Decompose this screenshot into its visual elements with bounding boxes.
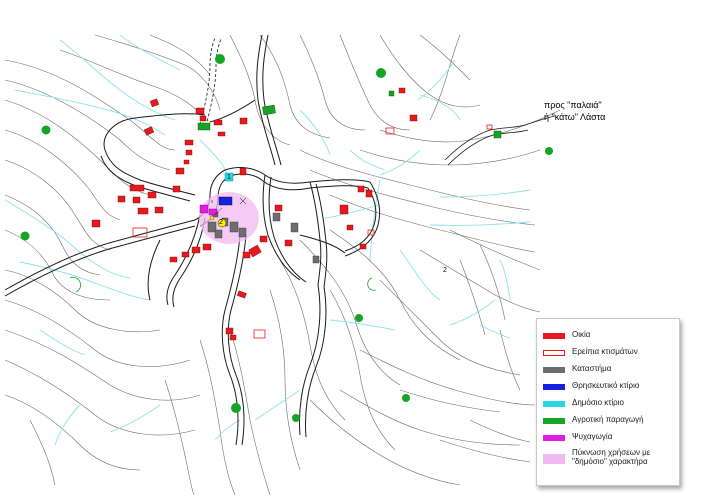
legend-swatch-religious — [543, 384, 565, 390]
map-legend: Οικία Ερείπια κτισμάτων Καταστήμα Θρησκε… — [536, 318, 680, 486]
legend-swatch-agricultural — [543, 418, 565, 424]
legend-swatch-ruins — [543, 350, 565, 356]
legend-item-public-zone: Πύκνωση χρήσεων με "δημόσιο" χαρακτήρα — [543, 448, 677, 475]
legend-swatch-house — [543, 333, 565, 339]
recreation-buildings — [199, 204, 218, 216]
legend-swatch-shop — [543, 367, 565, 373]
legend-label-public-zone: Πύκνωση χρήσεων με "δημόσιο" χαρακτήρα — [572, 448, 651, 466]
legend-item-house: Οικία — [543, 329, 677, 343]
direction-label-line1: προς "παλαιά" — [544, 100, 602, 110]
legend-item-shop: Καταστήμα — [543, 363, 677, 377]
direction-label-line2: ή "κάτω" Λάστα — [544, 112, 606, 122]
dashed-track — [199, 37, 222, 127]
public-markers — [209, 197, 247, 228]
legend-label-ruins: Ερείπια κτισμάτων — [572, 347, 638, 356]
agricultural-buildings — [197, 90, 502, 139]
legend-label-house: Οικία — [572, 330, 591, 339]
legend-label-public: Δημόσιο κτίριο — [572, 398, 624, 407]
religious-building — [218, 196, 233, 206]
public-building-marker-1: 1 — [227, 174, 231, 181]
path-to-old-lasta — [444, 115, 556, 166]
legend-label-shop: Καταστήμα — [572, 364, 612, 373]
legend-label-religious: Θρησκευτικό κτίριο — [572, 381, 640, 390]
public-building-marker-2: 2 — [219, 219, 223, 226]
contour-lines — [4, 34, 561, 496]
streams — [4, 34, 531, 446]
roads — [4, 34, 381, 446]
public-buildings — [224, 172, 234, 182]
legend-item-agricultural: Αγροτική παραγωγή — [543, 414, 677, 428]
trees — [20, 54, 553, 422]
legend-swatch-recreation — [543, 435, 565, 441]
houses — [91, 87, 418, 341]
legend-item-recreation: Ψυχαγωγία — [543, 431, 677, 445]
open-circles — [69, 277, 377, 293]
contour-number: 2 — [443, 267, 447, 274]
legend-item-religious: Θρησκευτικό κτίριο — [543, 380, 677, 394]
legend-label-agricultural: Αγροτική παραγωγή — [572, 415, 644, 424]
legend-swatch-public — [543, 401, 565, 407]
ruins — [132, 124, 493, 339]
legend-item-ruins: Ερείπια κτισμάτων — [543, 346, 677, 360]
legend-swatch-public-zone — [543, 454, 565, 464]
legend-item-public: Δημόσιο κτίριο — [543, 397, 677, 411]
legend-label-recreation: Ψυχαγωγία — [572, 432, 613, 441]
